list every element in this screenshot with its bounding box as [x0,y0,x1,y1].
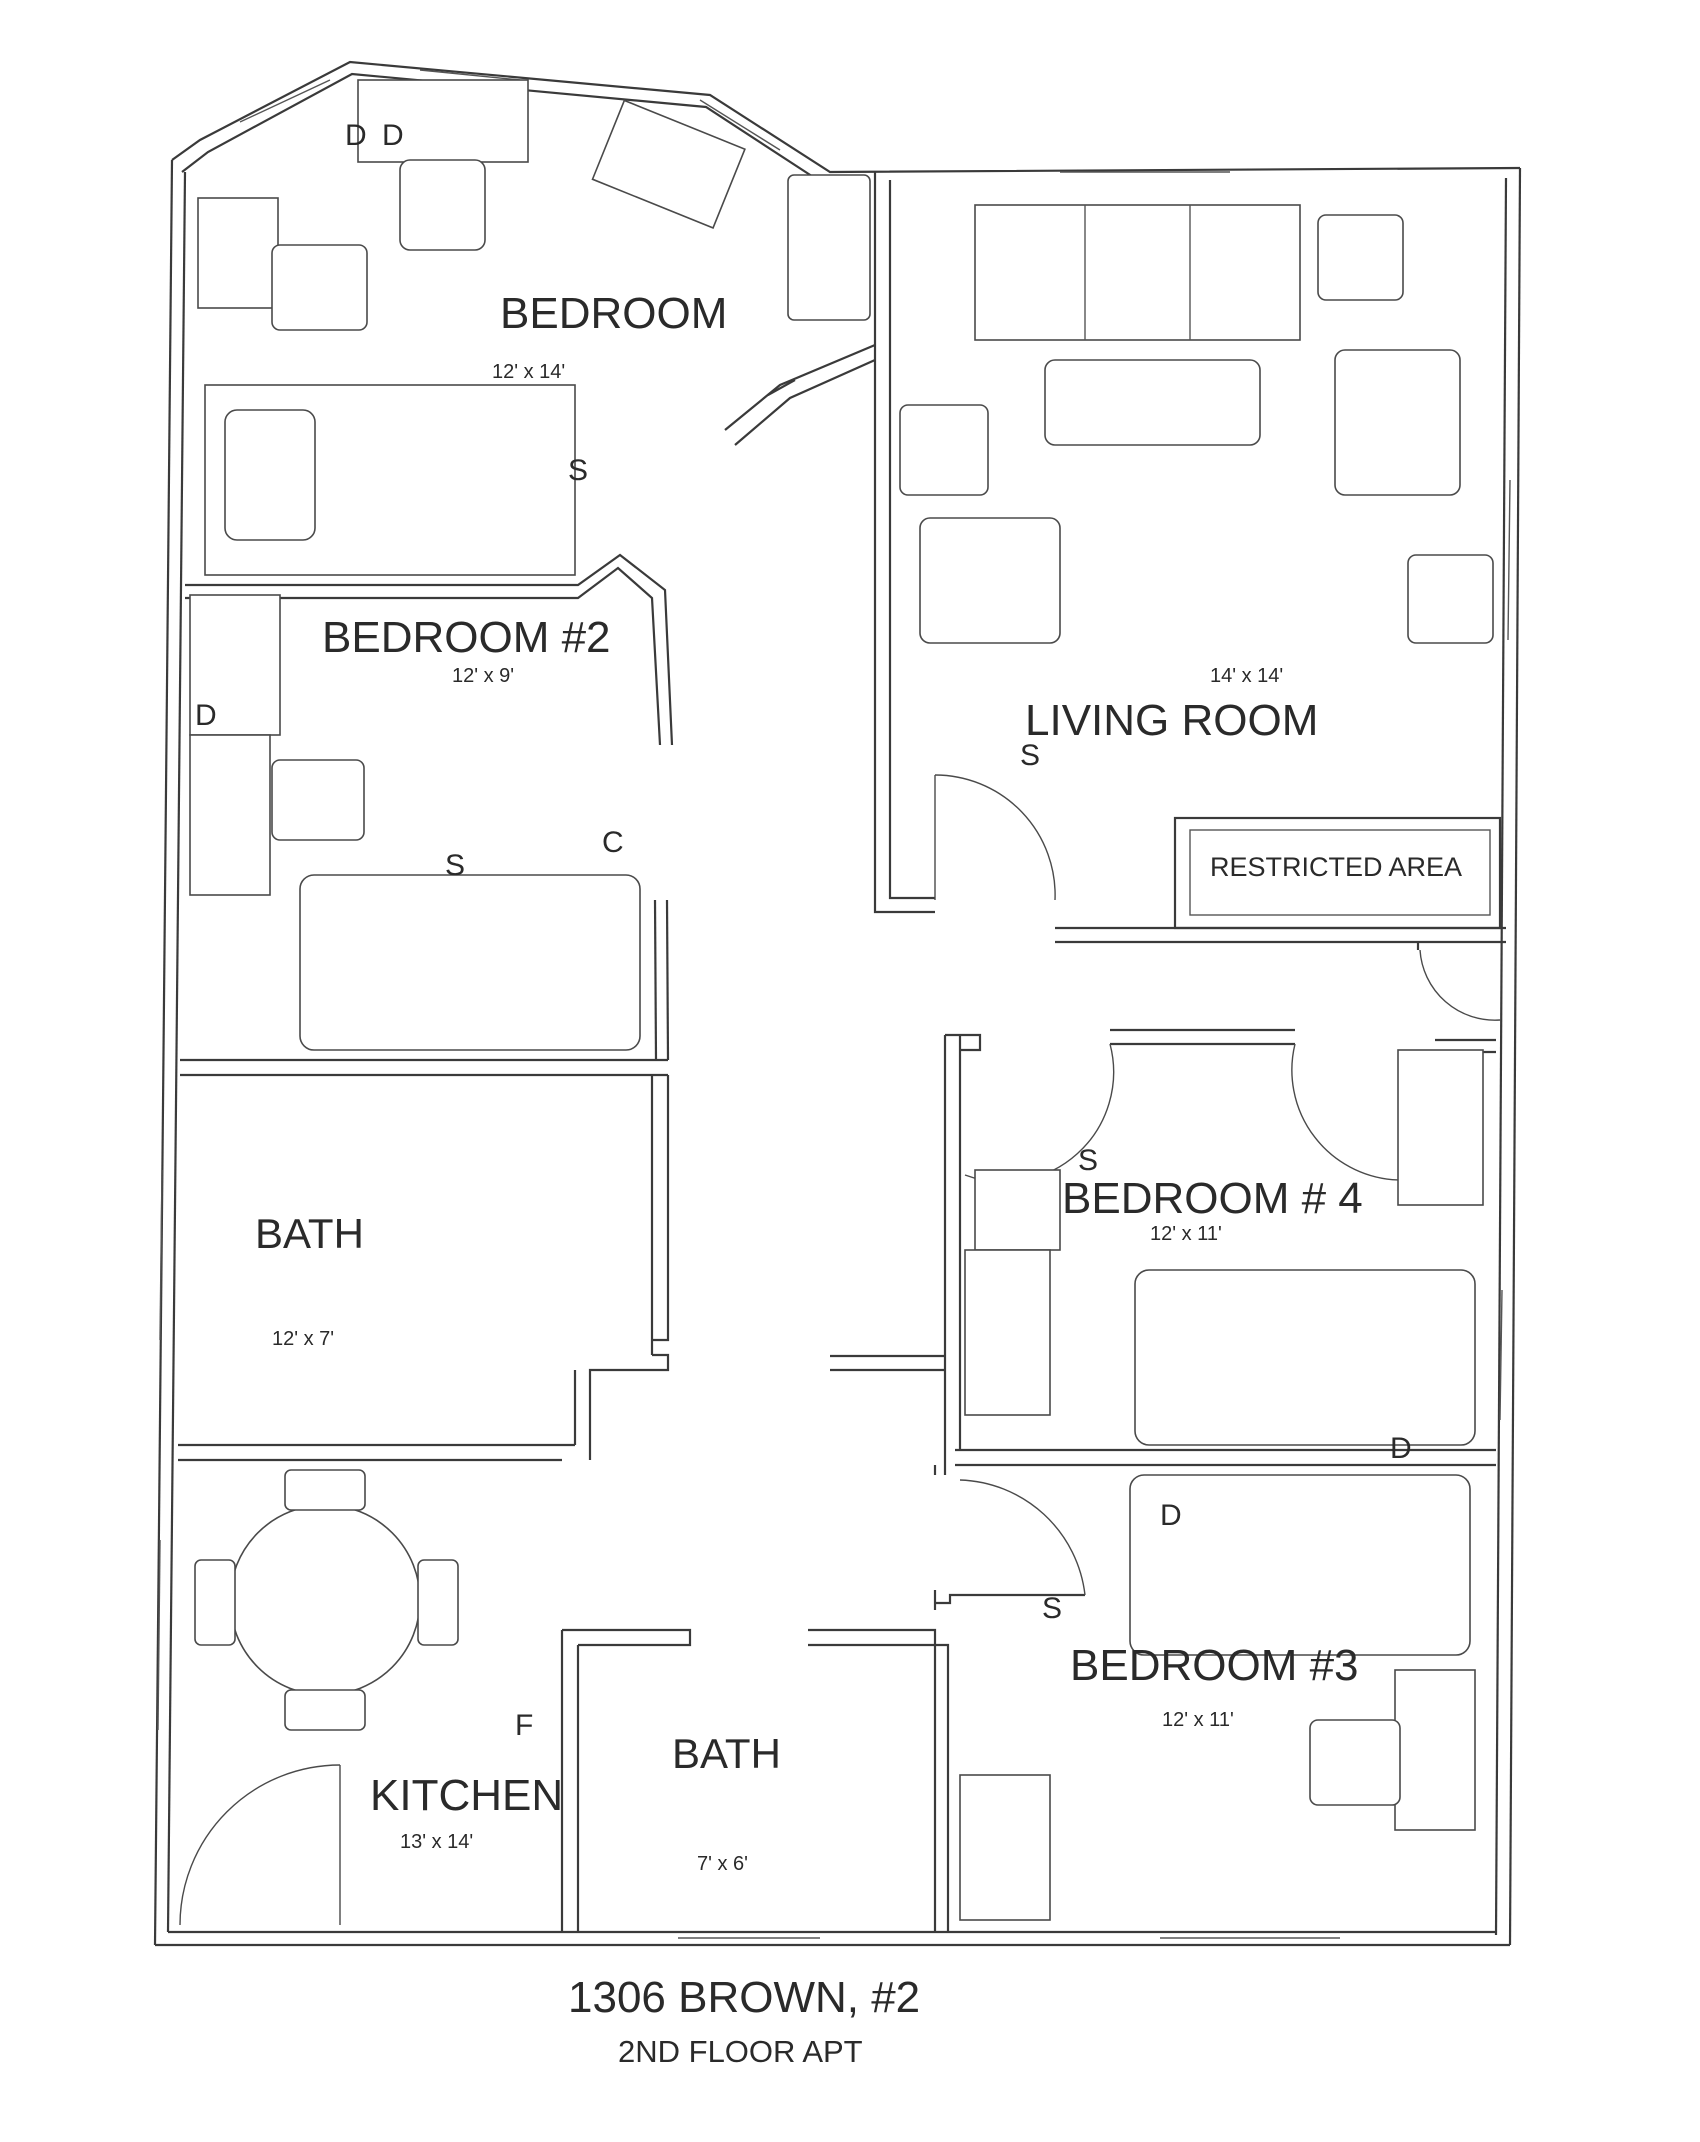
interior-walls [178,172,1506,1932]
marker-s: S [445,849,465,882]
room-size-bath-left: 12' x 7' [272,1328,334,1350]
desk [357,79,529,163]
marker-d: D [382,119,404,152]
marker-d: D [1390,1432,1412,1465]
room-label-living-room: LIVING ROOM [1025,696,1318,745]
armchair [1334,349,1461,496]
marker-s: S [1042,1592,1062,1625]
plan-subtitle: 2ND FLOOR APT [618,2034,863,2069]
marker-s: S [1020,739,1040,772]
dresser [959,1774,1051,1921]
dresser [189,594,281,736]
end-table [1317,214,1404,301]
room-label-kitchen: KITCHEN [370,1771,563,1820]
room-label-bedroom3: BEDROOM #3 [1070,1641,1359,1690]
pillow [224,409,316,541]
room-size-bedroom3: 12' x 11' [1162,1709,1234,1731]
end-table [1407,554,1494,644]
bed [1129,1474,1471,1656]
nightstand [197,197,279,309]
room-size-kitchen: 13' x 14' [400,1831,473,1853]
marker-s: S [568,454,588,487]
ottoman [899,404,989,496]
marker-f: F [515,1709,533,1742]
room-size-bedroom2: 12' x 9' [452,665,514,687]
marker-s: S [1078,1144,1098,1177]
bed [299,874,641,1051]
marker-c: C [602,826,624,859]
desk [189,734,271,896]
room-label-bedroom: BEDROOM [500,289,727,338]
chair [1309,1719,1401,1806]
desk-chair [399,159,486,251]
dining-chair [284,1689,366,1731]
marker-d: D [1160,1499,1182,1532]
outer-walls [153,60,1522,1947]
room-label-bedroom2: BEDROOM #2 [322,613,611,662]
bed [1134,1269,1476,1446]
doors [179,774,1501,1926]
closet-shelf [1397,1049,1484,1206]
dining-chair [417,1559,459,1646]
dining-chair [194,1559,236,1646]
desk [974,1169,1061,1251]
room-label-restricted-area: RESTRICTED AREA [1210,852,1462,882]
room-label-bedroom4: BEDROOM # 4 [1062,1174,1363,1223]
room-label-bath-left: BATH [255,1210,364,1257]
furniture [189,79,1494,1921]
chair [271,759,365,841]
marker-d: D [195,699,217,732]
room-size-living-room: 14' x 14' [1210,665,1283,687]
side-table [787,174,871,321]
dining-table [229,1504,421,1696]
room-label-bath-small: BATH [672,1730,781,1777]
coffee-table [1044,359,1261,446]
room-labels: BEDROOM 12' x 14' BEDROOM #2 12' x 9' BA… [255,289,1462,1875]
sofa [974,204,1301,341]
room-size-bedroom: 12' x 14' [492,361,565,383]
plan-title: 1306 BROWN, #2 [568,1973,920,2022]
armchair [919,517,1061,644]
room-size-bedroom4: 12' x 11' [1150,1223,1222,1245]
armchair [271,244,368,331]
footer: 1306 BROWN, #2 2ND FLOOR APT [568,1973,920,2069]
dining-chair [284,1469,366,1511]
markers: D D S D S C S S D D S F [195,119,1412,1742]
desk [1394,1669,1476,1831]
room-size-bath-small: 7' x 6' [697,1853,748,1875]
dresser [591,99,746,229]
marker-d: D [345,119,367,152]
dresser [964,1249,1051,1416]
